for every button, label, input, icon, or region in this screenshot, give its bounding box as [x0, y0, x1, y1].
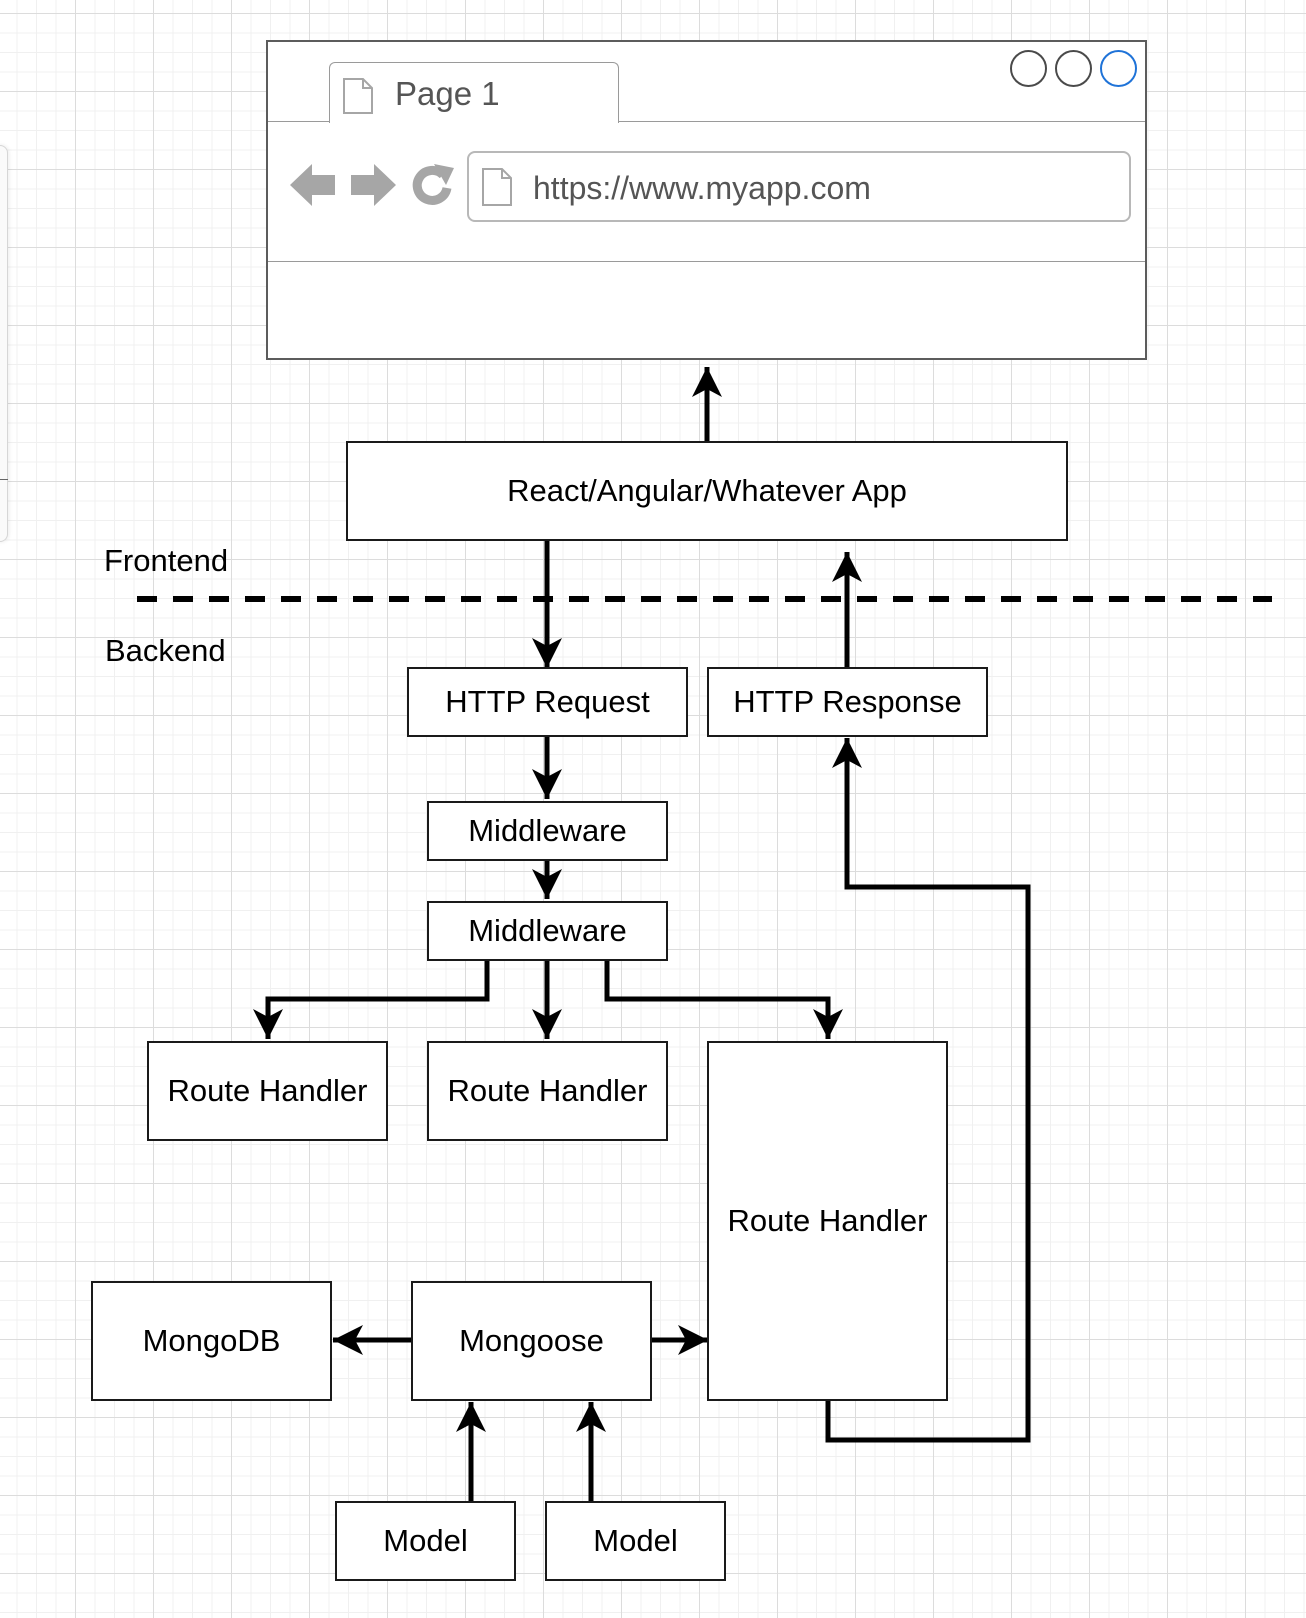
page-icon: [342, 77, 374, 120]
window-controls: [1010, 50, 1137, 87]
forward-arrow-icon[interactable]: [350, 162, 396, 213]
model-box[interactable]: Model: [335, 1501, 516, 1581]
window-control-icon[interactable]: [1010, 50, 1047, 87]
arrow-route-handler-to-response: [825, 738, 1031, 1443]
middleware-box[interactable]: Middleware: [427, 901, 668, 961]
url-bar[interactable]: https://www.myapp.com: [467, 151, 1131, 222]
backend-label: Backend: [105, 633, 226, 668]
route-handler-box[interactable]: Route Handler: [147, 1041, 388, 1141]
model-box[interactable]: Model: [545, 1501, 726, 1581]
mongodb-box[interactable]: MongoDB: [91, 1281, 332, 1401]
http-request-box[interactable]: HTTP Request: [407, 667, 688, 737]
url-text: https://www.myapp.com: [533, 170, 871, 206]
frontend-app-box[interactable]: React/Angular/Whatever App: [346, 441, 1068, 541]
mongoose-box[interactable]: Mongoose: [411, 1281, 652, 1401]
arrow-middleware-to-route-handler-1: [253, 961, 490, 1039]
back-arrow-icon[interactable]: [290, 162, 336, 213]
window-control-icon[interactable]: [1055, 50, 1092, 87]
browser-window-mockup: Page 1: [266, 40, 1147, 360]
http-response-box[interactable]: HTTP Response: [707, 667, 988, 737]
page-icon: [481, 167, 513, 212]
browser-tab[interactable]: Page 1: [329, 62, 619, 123]
tab-title: Page 1: [395, 75, 500, 112]
arrow-middleware-to-route-handler-3: [604, 961, 843, 1039]
frontend-label: Frontend: [104, 543, 229, 578]
browser-content-divider: [268, 261, 1145, 262]
route-handler-box-tall[interactable]: Route Handler: [707, 1041, 948, 1401]
side-panel-tick: [0, 479, 8, 480]
route-handler-box[interactable]: Route Handler: [427, 1041, 668, 1141]
window-control-icon[interactable]: [1100, 50, 1137, 87]
middleware-box[interactable]: Middleware: [427, 801, 668, 861]
reload-icon[interactable]: [410, 162, 456, 213]
tab-bar-divider: [268, 121, 1145, 122]
